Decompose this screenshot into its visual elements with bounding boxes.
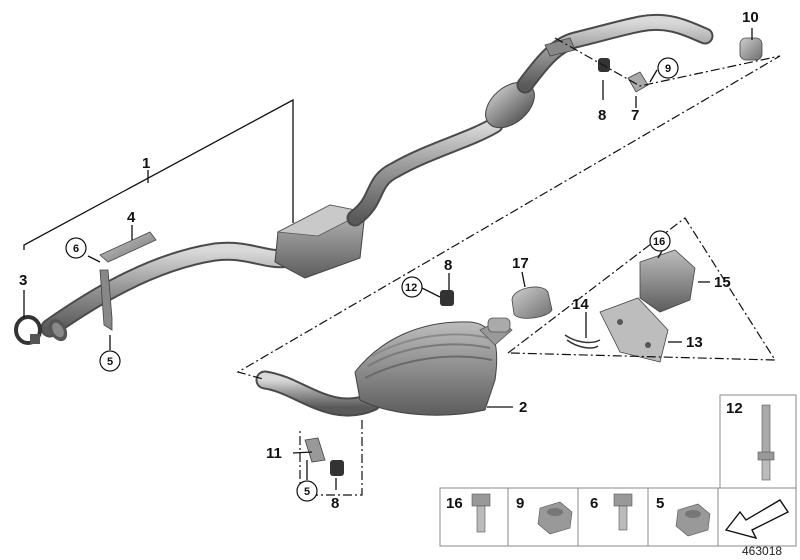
direction-arrow-icon [724,499,790,540]
front-pipe-assembly [40,241,300,342]
nut-icon [537,501,573,535]
hanger-part-near-5 [99,269,113,331]
hex-bolt-icon [613,493,633,531]
hardware-cell-12 [719,394,797,489]
bolt-icon [471,493,491,533]
hardware-label-9: 9 [516,495,524,512]
bracket-part-4 [99,231,157,263]
hardware-panel: 12 16 9 6 5 [439,394,797,547]
dashed-assembly-lines [236,37,781,496]
callout-circle-5b [296,480,318,502]
callout-8b: 8 [444,257,452,274]
callout-circle-16 [649,230,671,252]
stud-bolt-icon [757,404,775,481]
callout-13: 13 [686,334,703,351]
diagram-id: 463018 [742,544,782,558]
callout-6: 6 [73,243,79,255]
hardware-cell-6 [577,487,649,547]
bracket-13 [599,297,669,363]
callout-9: 9 [665,63,671,75]
clamp-part-3 [14,315,42,345]
center-muffler [274,204,367,279]
callout-5b: 5 [304,486,310,498]
callout-14: 14 [572,296,589,313]
rear-front-pipe [516,13,714,94]
clamp-part-10 [739,37,763,61]
rear-muffler [354,317,513,416]
flange-nut-icon [675,503,711,537]
callout-labels: 1 2 3 4 5 5 6 7 8 8 8 9 10 11 12 13 14 1… [19,9,759,512]
callout-10: 10 [742,9,759,26]
bracket-part-7 [627,71,649,93]
callout-circle-9 [657,57,679,79]
mid-pipe [346,116,504,227]
circled-callouts [65,57,679,502]
leader-lines [23,28,753,490]
callout-11: 11 [266,445,282,462]
hardware-label-5: 5 [656,495,664,512]
spring-clip-14 [564,334,601,349]
callout-2: 2 [519,399,527,416]
callout-1: 1 [142,155,150,172]
callout-3: 3 [19,272,27,289]
rubber-mount-8-mid [440,290,454,306]
callout-15: 15 [714,274,731,291]
tailpipe-sleeve-17 [511,286,553,319]
rubber-mount-8-bottom [330,460,344,476]
callout-8a: 8 [598,107,606,124]
callout-7: 7 [631,107,639,124]
callout-12: 12 [405,282,417,294]
callout-circle-5a [99,350,121,372]
callout-17: 17 [512,255,529,272]
hanger-part-11 [304,437,326,463]
callout-4: 4 [127,209,136,226]
hardware-label-6: 6 [590,495,598,512]
callout-8c: 8 [331,495,339,512]
rear-pipe-inlet [255,370,382,417]
actuator-15 [639,249,696,313]
callout-16: 16 [653,236,665,248]
hardware-label-16: 16 [446,495,463,512]
callout-circle-6 [65,237,87,259]
callout-5a: 5 [107,356,113,368]
hardware-label-12: 12 [726,400,743,417]
callout-circle-12 [401,276,423,298]
